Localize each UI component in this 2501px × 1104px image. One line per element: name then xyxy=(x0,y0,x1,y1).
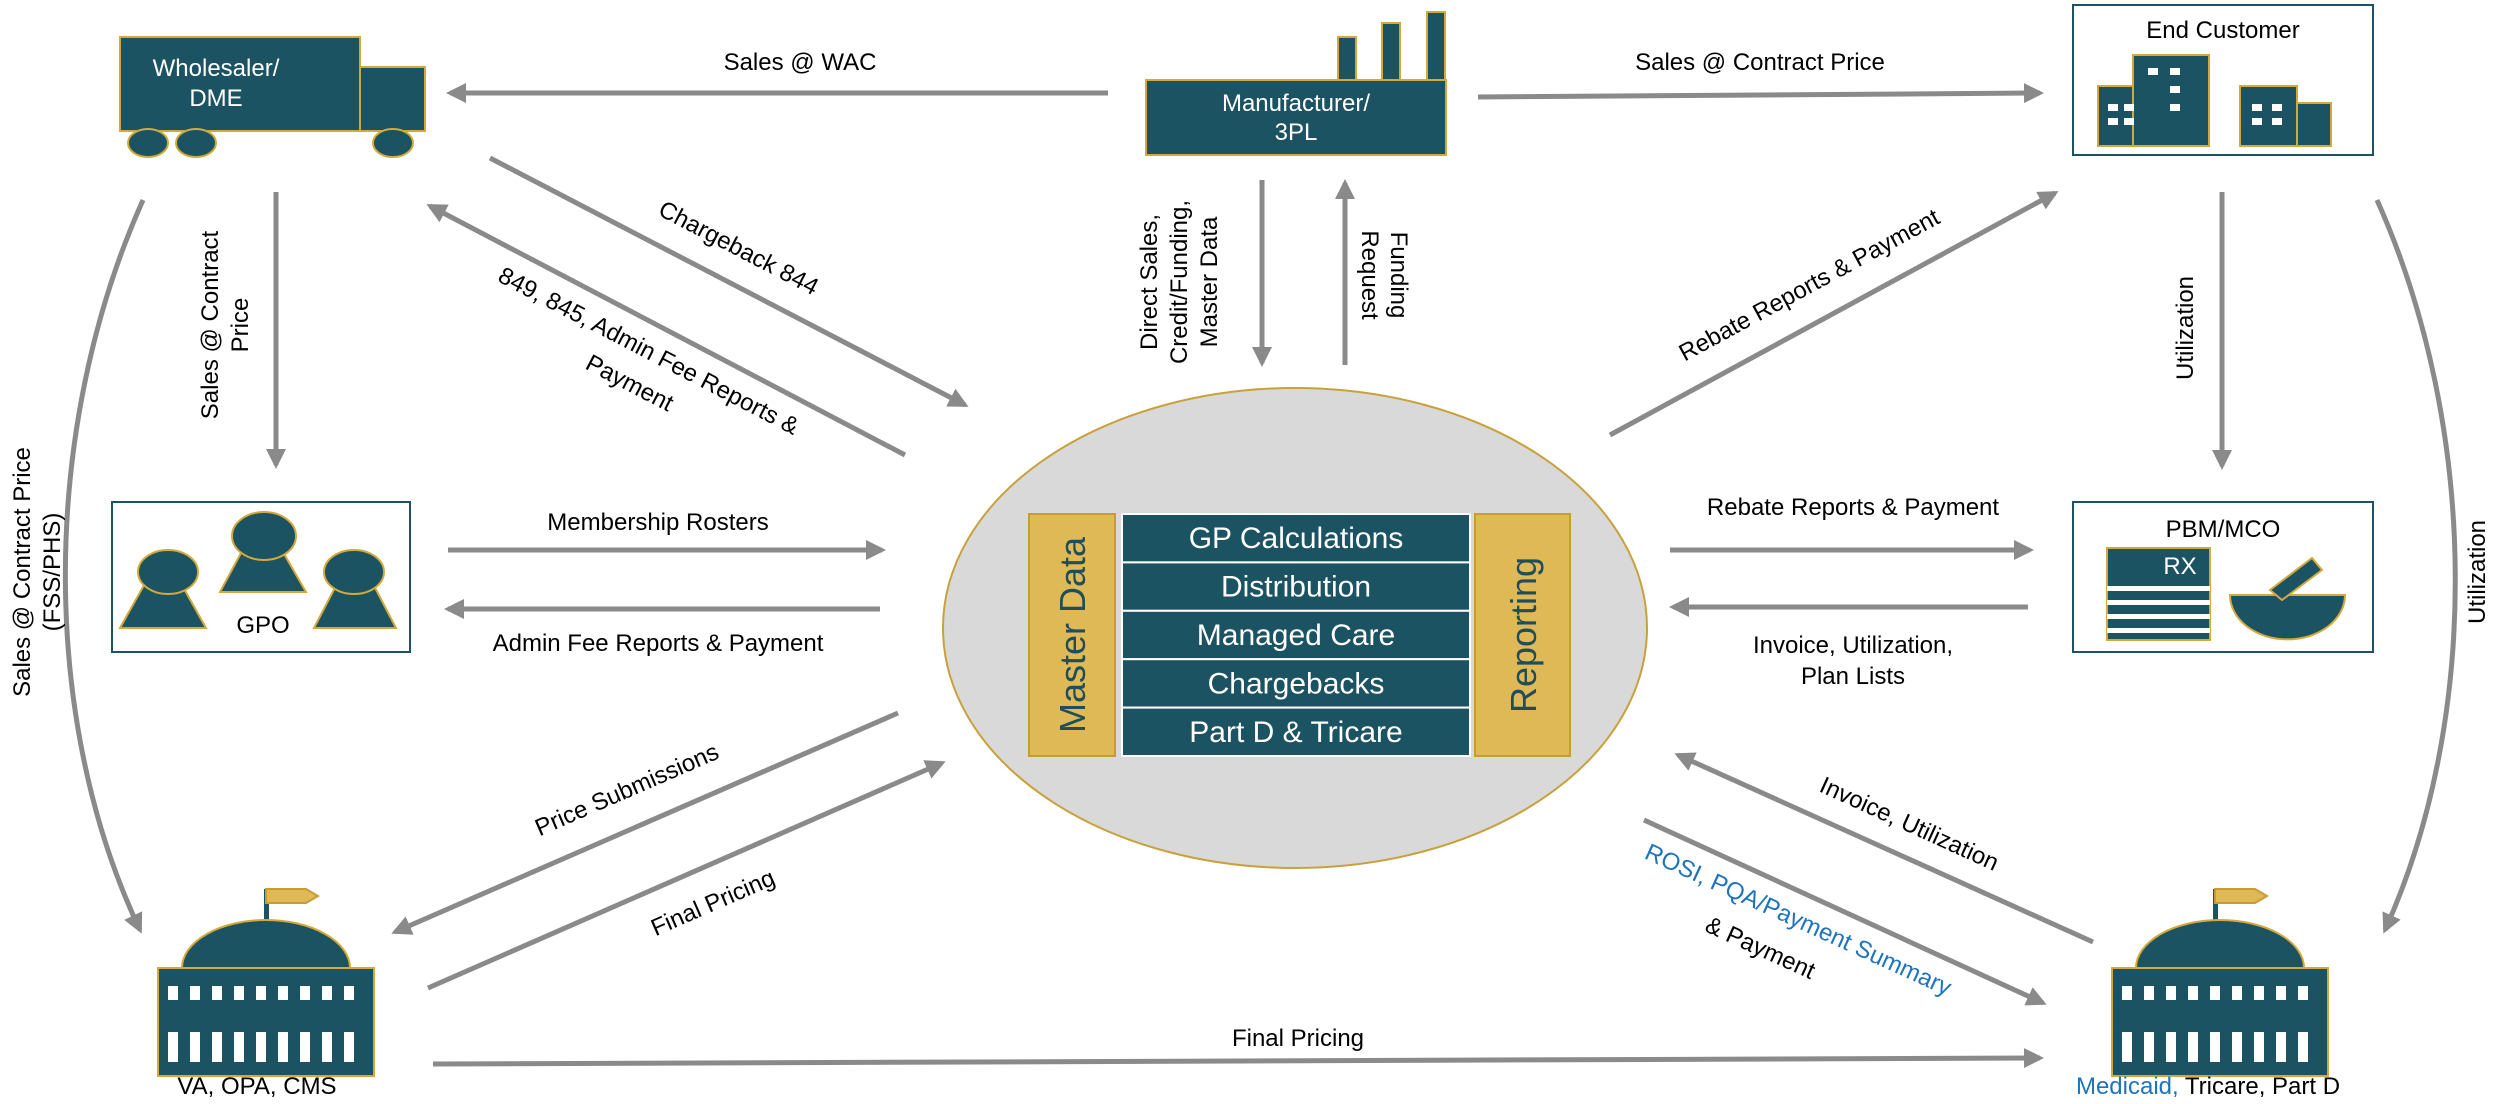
arrow-price-submissions xyxy=(391,710,899,935)
label-funding-2: Request xyxy=(1356,230,1383,320)
arrow-rosi xyxy=(1642,817,2047,1006)
pbm-label: PBM/MCO xyxy=(2166,516,2281,543)
core-module-row xyxy=(1121,513,1471,564)
label-invoice-pbm-1: Invoice, Utilization, xyxy=(1753,632,1953,659)
label-membership: Membership Rosters xyxy=(547,509,768,536)
rx-text: RX xyxy=(2163,553,2196,580)
arrow-far-left-curve xyxy=(62,198,146,934)
va-label: VA, OPA, CMS xyxy=(177,1073,336,1099)
master-data-panel xyxy=(1028,513,1116,757)
medicaid-label: Medicaid, Tricare, Part D xyxy=(2076,1073,2340,1099)
arrow-rebate-diag xyxy=(1608,190,2059,438)
prescription-icon: RX xyxy=(2106,547,2347,641)
label-final-pricing-diag: Final Pricing xyxy=(647,864,779,941)
label-admin-fee-gpo: Admin Fee Reports & Payment xyxy=(493,630,824,657)
arrow-far-right-curve xyxy=(2374,198,2458,934)
arrow-chargeback xyxy=(488,155,969,408)
gpo-node: GPO xyxy=(111,501,411,653)
core-module-row xyxy=(1121,658,1471,709)
core-module-label: Managed Care xyxy=(1197,619,1395,652)
core-module-row xyxy=(1121,561,1471,612)
medicaid-label-rest-text: Tricare, Part D xyxy=(2185,1073,2340,1099)
wholesaler-label-line1: Wholesaler/ xyxy=(153,55,280,82)
label-sales-contract-left-2: Price xyxy=(227,298,254,353)
flow-arrows xyxy=(62,83,2458,1069)
medicaid-node: Medicaid, Tricare, Part D xyxy=(2076,888,2340,1100)
arrow-final-pricing-bottom xyxy=(432,1048,2044,1069)
label-far-left-1: Sales @ Contract Price xyxy=(9,447,36,697)
core-module-label: Part D & Tricare xyxy=(1189,716,1402,749)
government-building-icon xyxy=(2111,888,2329,1077)
label-far-left-2: (FSS/PHS) xyxy=(39,513,66,632)
end-customer-label: End Customer xyxy=(2146,17,2299,44)
wholesaler-node: Wholesaler/ DME xyxy=(119,36,426,158)
factory-icon xyxy=(1145,11,1447,156)
arrow-admin-fee-wholesaler xyxy=(426,203,907,458)
label-sales-contract-top: Sales @ Contract Price xyxy=(1635,49,1885,76)
master-data-label: Master Data xyxy=(1052,536,1093,733)
label-admin-fee-1: 849, 845, Admin Fee Reports & xyxy=(494,262,804,441)
core-module-label: Chargebacks xyxy=(1208,667,1385,700)
reporting-label: Reporting xyxy=(1503,557,1544,713)
label-rebate-pbm: Rebate Reports & Payment xyxy=(1707,494,1999,521)
manufacturer-label-line1: Manufacturer/ xyxy=(1222,90,1370,117)
buildings-icon xyxy=(2097,54,2332,147)
arrow-invoice-medicaid xyxy=(1674,752,2095,945)
va-node: VA, OPA, CMS xyxy=(157,888,375,1100)
truck-icon xyxy=(119,36,426,158)
government-building-icon xyxy=(157,888,375,1077)
label-rebate-diag: Rebate Reports & Payment xyxy=(1675,204,1945,367)
end-customer-node: End Customer xyxy=(2072,4,2374,156)
label-final-pricing-bottom: Final Pricing xyxy=(1232,1025,1364,1052)
core-system: Master Data Reporting GP CalculationsDis… xyxy=(942,387,1648,869)
wholesaler-label-line2: DME xyxy=(189,85,242,112)
reporting-panel xyxy=(1474,513,1571,757)
label-utilization-far: Utilization xyxy=(2464,520,2491,624)
pbm-node: PBM/MCO RX xyxy=(2072,501,2374,653)
manufacturer-node: Manufacturer/ 3PL xyxy=(1145,11,1447,156)
label-funding-1: Funding xyxy=(1385,232,1412,319)
core-module-row xyxy=(1121,706,1471,757)
core-module-label: GP Calculations xyxy=(1189,522,1404,555)
arrow-final-pricing-diag xyxy=(426,760,946,991)
label-direct-sales-1: Direct Sales, xyxy=(1136,214,1163,350)
arrow-sales-contract-top xyxy=(1477,83,2044,104)
people-icon xyxy=(118,511,398,629)
label-direct-sales-2: Credit/Funding, xyxy=(1166,200,1193,364)
label-direct-sales-3: Master Data xyxy=(1196,216,1223,347)
label-sales-wac: Sales @ WAC xyxy=(724,49,877,76)
core-module-label: Distribution xyxy=(1221,571,1371,604)
manufacturer-label-line2: 3PL xyxy=(1275,119,1318,146)
medicaid-label-blue: Medicaid, xyxy=(2076,1073,2179,1099)
label-invoice-pbm-2: Plan Lists xyxy=(1801,663,1905,690)
gpo-label: GPO xyxy=(236,612,289,639)
label-price-submissions: Price Submissions xyxy=(531,738,723,841)
label-utilization-right: Utilization xyxy=(2172,276,2199,380)
label-sales-contract-left-1: Sales @ Contract xyxy=(197,230,224,419)
